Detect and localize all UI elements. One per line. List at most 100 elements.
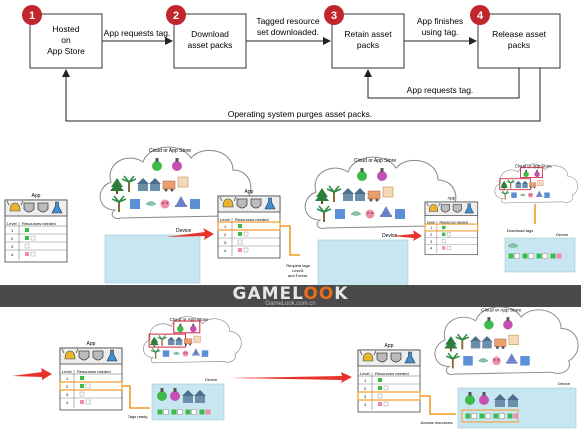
app-card-4-level-2: 2 bbox=[66, 384, 69, 389]
app-card-3: App Level Resources needed 1 2 3 4 bbox=[424, 195, 479, 254]
orange-path-request bbox=[280, 225, 300, 256]
step-1-number: 1 bbox=[29, 10, 35, 22]
app-card-5-level-4: 4 bbox=[364, 402, 367, 407]
arrow-2-to-3-label-line-1: Tagged resource bbox=[256, 16, 320, 26]
step-1-label-line-1: Hosted bbox=[53, 24, 80, 34]
step-2-label-line-2: asset packs bbox=[188, 40, 233, 50]
device-3: Device bbox=[504, 232, 576, 273]
annotation-request-line-2: Level1 bbox=[292, 268, 305, 273]
app-card-3-resources-header: Resources needed bbox=[439, 220, 468, 224]
step-3-number: 3 bbox=[331, 10, 337, 22]
app-card-4-level-3: 3 bbox=[66, 392, 69, 397]
step-2-number: 2 bbox=[173, 10, 179, 22]
big-red-arrow-4 bbox=[230, 372, 352, 383]
arrow-4-to-3-label: App requests tag. bbox=[407, 85, 474, 95]
app-card-4-level-1: 1 bbox=[66, 376, 69, 381]
app-card-5-level-3: 3 bbox=[364, 394, 367, 399]
app-card-4-label: App bbox=[87, 341, 96, 347]
step-4-number: 4 bbox=[477, 10, 484, 22]
device-5-label: Device bbox=[558, 381, 571, 386]
arrow-1-to-2-label: App requests tag. bbox=[104, 28, 171, 38]
cloud-4-label: Cloud or App Store bbox=[170, 317, 209, 322]
app-card-2: App Level Resources needed 1 2 3 4 bbox=[217, 189, 281, 258]
cloud-1: Cloud or App Store bbox=[99, 146, 252, 219]
app-card-4-level-header: Level bbox=[62, 369, 72, 374]
step-2-label-line-1: Download bbox=[191, 29, 229, 39]
device-1: Device bbox=[104, 228, 201, 284]
app-card-5-level-header: Level bbox=[360, 371, 370, 376]
step-4-label-line-1: Release asset bbox=[492, 29, 547, 39]
app-card-2-label: App bbox=[245, 189, 254, 195]
annotation-access: Access resources. bbox=[421, 420, 454, 425]
watermark-logo-part-5: K bbox=[334, 284, 349, 304]
device-3-label: Device bbox=[556, 232, 569, 237]
step-3-label-line-2: packs bbox=[357, 40, 379, 50]
app-card-3-level-header: Level bbox=[427, 220, 435, 224]
app-card-1-level-3: 3 bbox=[11, 244, 14, 249]
app-card-1-level-header: Level bbox=[7, 221, 17, 226]
app-card-1-resources-header: Resources needed bbox=[22, 221, 56, 226]
app-card-4: App Level Resources needed 1 2 3 4 bbox=[59, 341, 123, 410]
cloud-2: Cloud or App Store bbox=[304, 156, 457, 229]
app-card-3-level-1: 1 bbox=[430, 226, 432, 230]
orange-path-tags-ready bbox=[122, 385, 150, 409]
app-card-2-resources-header: Resources needed bbox=[235, 217, 269, 222]
watermark-url: GameLook.com.cn bbox=[265, 301, 316, 307]
step-1-badge bbox=[22, 5, 42, 25]
app-card-2-level-2: 2 bbox=[224, 232, 227, 237]
app-card-5-level-2: 2 bbox=[364, 386, 367, 391]
step-3-label-line-1: Retain asset bbox=[344, 29, 392, 39]
app-card-4-level-4: 4 bbox=[66, 400, 69, 405]
step-1-box: 1 Hosted on App Store bbox=[22, 5, 103, 69]
app-card-1: App Level Resources needed 1 2 3 4 bbox=[5, 193, 67, 262]
step-2-box: 2 Download asset packs bbox=[166, 5, 247, 69]
device-1-label: Device bbox=[176, 228, 192, 234]
step-1-label-line-3: App Store bbox=[47, 46, 85, 56]
step-3-badge bbox=[324, 5, 344, 25]
app-card-5-resources-header: Resources needed bbox=[375, 371, 409, 376]
arrow-3-to-4-label-line-2: using tag. bbox=[422, 27, 459, 37]
step-4-label-line-2: packs bbox=[508, 40, 530, 50]
step-4-badge bbox=[470, 5, 490, 25]
step-3-box: 3 Retain asset packs bbox=[324, 5, 405, 69]
cloud-5-label: Cloud or App Store bbox=[481, 307, 521, 313]
cloud-5: Cloud or App Store bbox=[434, 306, 579, 375]
app-card-3-level-2: 2 bbox=[430, 233, 432, 237]
app-card-3-level-4: 4 bbox=[430, 247, 432, 251]
device-5: Device bbox=[457, 381, 577, 429]
app-card-3-level-3: 3 bbox=[430, 240, 432, 244]
annotation-request-line-1: Request tags bbox=[286, 263, 310, 268]
annotation-download: Download tags bbox=[507, 228, 533, 233]
orange-path-access bbox=[420, 395, 456, 415]
big-red-arrow-3 bbox=[12, 368, 52, 380]
app-card-2-level-1: 1 bbox=[224, 224, 227, 229]
app-card-2-level-3: 3 bbox=[224, 240, 227, 245]
annotation-request-line-3: and Forest. bbox=[288, 273, 308, 278]
arrow-3-to-4-label-line-1: App finishes bbox=[417, 16, 463, 26]
watermark-logo-part-2: L bbox=[292, 284, 304, 304]
app-card-1-level-4: 4 bbox=[11, 252, 14, 257]
arrow-4-to-3 bbox=[364, 68, 520, 99]
app-card-5-level-1: 1 bbox=[364, 378, 367, 383]
cloud-1-label: Cloud or App Store bbox=[149, 148, 191, 154]
step-4-box: 4 Release asset packs bbox=[470, 5, 561, 69]
cloud-4: Cloud or App Store bbox=[143, 316, 242, 364]
big-red-arrow-1 bbox=[166, 228, 214, 240]
app-card-1-level-1: 1 bbox=[11, 228, 14, 233]
device-4: Device bbox=[151, 377, 225, 421]
app-card-2-level-header: Level bbox=[220, 217, 230, 222]
app-card-5-label: App bbox=[385, 343, 394, 349]
watermark-logo-part-3: O bbox=[303, 284, 319, 304]
arrow-2-to-3-label-line-2: set downloaded. bbox=[257, 27, 319, 37]
step-2-badge bbox=[166, 5, 186, 25]
big-red-arrow-2 bbox=[392, 230, 422, 241]
watermark-logo-part-1: GAME bbox=[232, 284, 293, 304]
asset-pack-illustration: App Level Resources needed 1 2 3 4 Cloud… bbox=[0, 146, 579, 429]
cloud-3: Cloud or App Store bbox=[494, 163, 579, 204]
watermark-logo: GAMELOOK bbox=[0, 285, 581, 303]
watermark-logo-part-4: O bbox=[318, 284, 335, 304]
app-card-4-resources-header: Resources needed bbox=[77, 369, 111, 374]
device-4-label: Device bbox=[205, 377, 218, 382]
app-card-5: App Level Resources needed 1 2 3 4 bbox=[357, 343, 421, 412]
device-2-label: Device bbox=[382, 233, 398, 239]
